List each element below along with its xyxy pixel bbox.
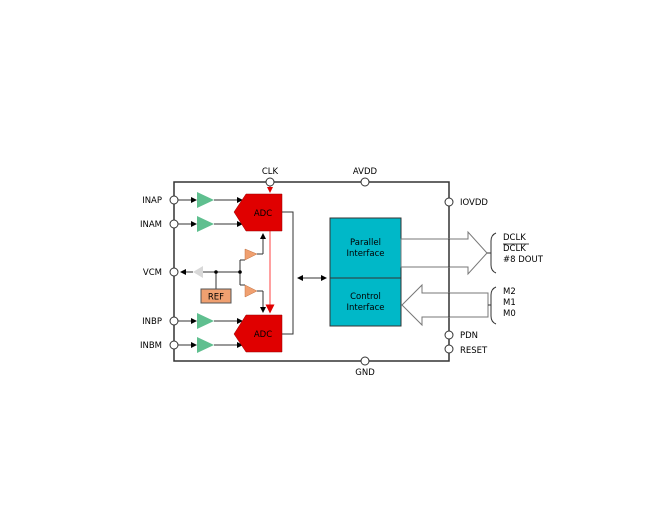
- output-brace: [487, 232, 497, 274]
- control-input-arrow: [401, 283, 489, 327]
- pin-inbm: [169, 340, 179, 350]
- pin-vcm: [169, 267, 179, 277]
- parallel-interface-block: [329, 217, 402, 279]
- data-output-arrow: [400, 230, 488, 276]
- pin-pdn: [444, 330, 454, 340]
- dclk-label: DCLK: [503, 233, 526, 243]
- input-wires: [178, 186, 327, 348]
- vcm-buffer-icon: [193, 266, 203, 278]
- adc-a-block: [233, 193, 283, 232]
- amplifier-icon: [197, 337, 214, 353]
- adc-a-label: ADC: [254, 209, 272, 219]
- pin-label-inap: INAP: [142, 196, 162, 206]
- pins: [169, 177, 454, 366]
- pin-label-pdn: PDN: [460, 331, 478, 341]
- dclk-n-label: DCLK: [503, 244, 526, 254]
- parallel-interface-label: Interface: [346, 249, 384, 259]
- ref-buffer-icon: [244, 248, 258, 261]
- control-interface-label: Interface: [346, 303, 384, 313]
- pin-label-inam: INAM: [140, 220, 162, 230]
- ref-buffer-icon: [244, 284, 258, 298]
- pin-iovdd: [444, 197, 454, 207]
- pin-clk: [265, 177, 275, 187]
- pin-inbp: [169, 316, 179, 326]
- m0-label: M0: [503, 309, 516, 319]
- m2-label: M2: [503, 287, 516, 297]
- pin-gnd: [360, 356, 370, 366]
- parallel-interface-label: Parallel: [350, 238, 381, 248]
- adc-b-label: ADC: [254, 330, 272, 340]
- amplifier-icon: [197, 313, 214, 329]
- adc-b-block: [233, 314, 283, 353]
- pin-label-iovdd: IOVDD: [460, 198, 488, 208]
- pin-label-reset: RESET: [460, 346, 488, 356]
- dout-label: #8 DOUT: [503, 255, 544, 265]
- pin-label-avdd: AVDD: [353, 167, 378, 177]
- pin-label-gnd: GND: [355, 368, 375, 378]
- amplifier-icon: [197, 216, 214, 232]
- pin-inap: [169, 195, 179, 205]
- mode-brace: [488, 286, 497, 325]
- input-amplifiers: [197, 192, 214, 353]
- pin-label-clk: CLK: [262, 167, 279, 177]
- pin-label-inbm: INBM: [140, 341, 162, 351]
- pin-reset: [444, 344, 454, 354]
- pin-inam: [169, 219, 179, 229]
- amplifier-icon: [197, 192, 214, 208]
- pin-avdd: [360, 177, 370, 187]
- pin-label-vcm: VCM: [143, 268, 162, 278]
- control-interface-label: Control: [350, 292, 381, 302]
- ref-label: REF: [208, 293, 224, 303]
- pin-label-inbp: INBP: [142, 317, 162, 327]
- ref-block: [200, 288, 232, 304]
- control-interface-block: [329, 277, 402, 327]
- m1-label: M1: [503, 298, 516, 308]
